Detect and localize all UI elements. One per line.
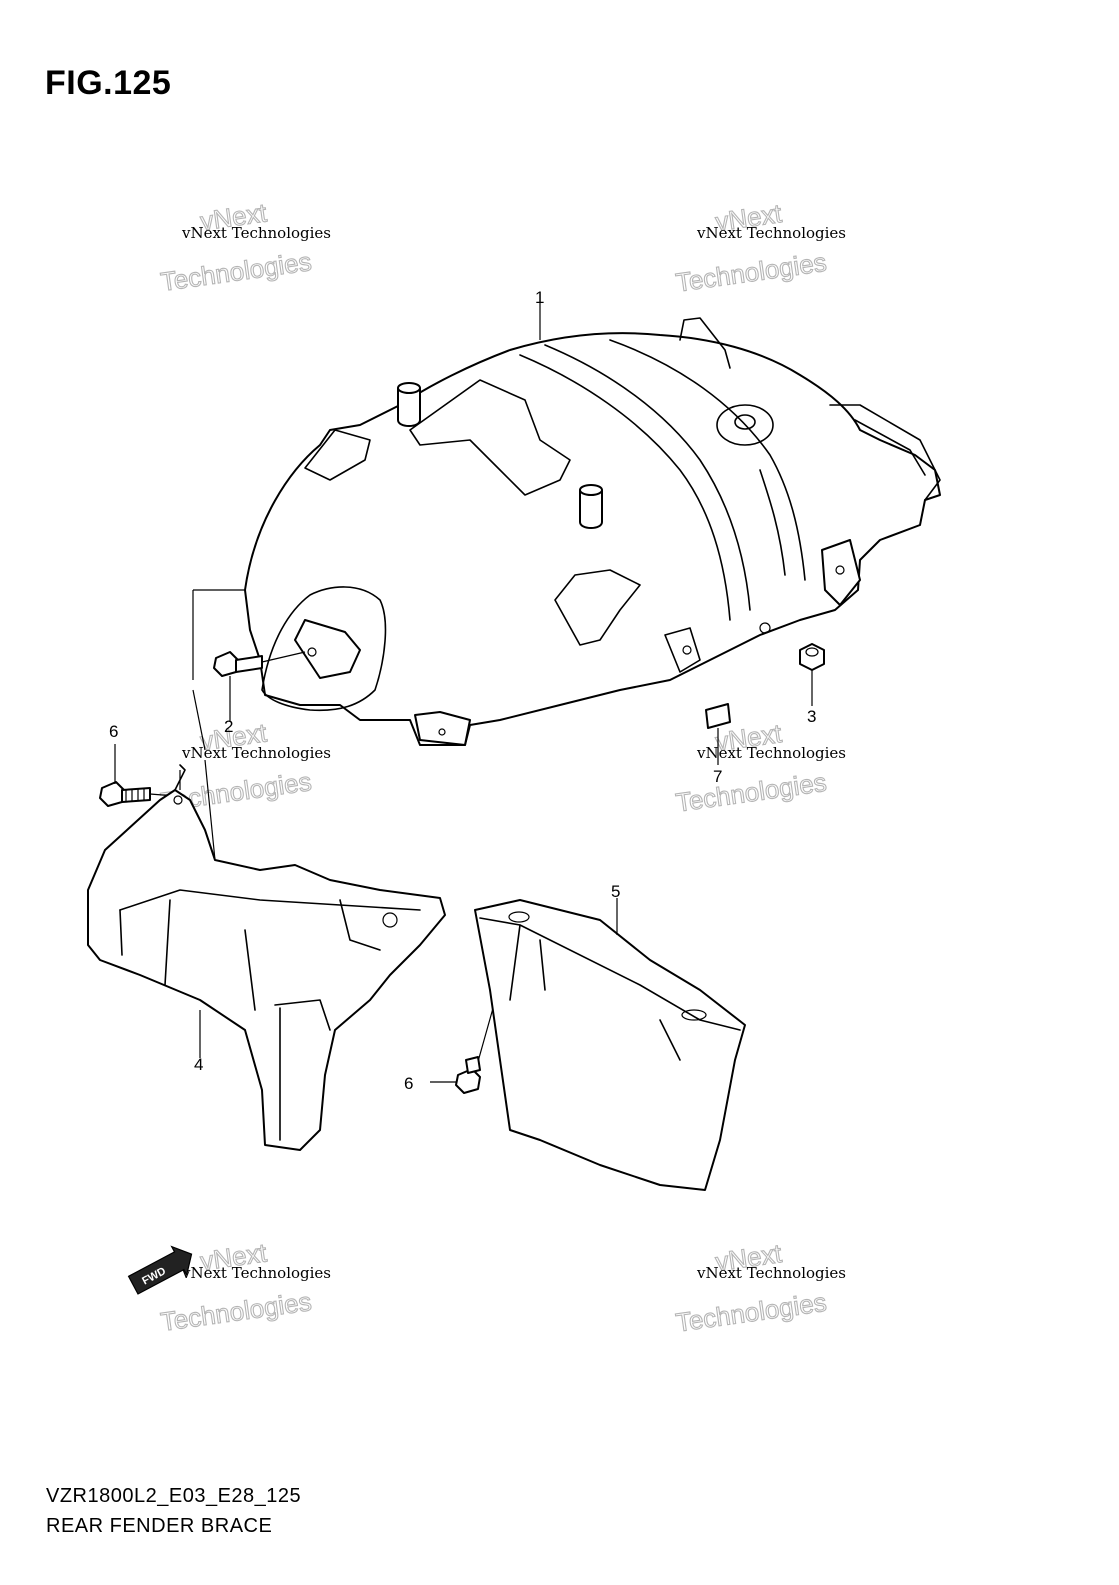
- watermark-line-2: vNext Technologies: [696, 224, 846, 242]
- watermark-line-2: vNext Technologies: [696, 1264, 846, 1282]
- callout-6-lower: 6: [404, 1074, 413, 1093]
- forward-direction-arrow-icon: FWD: [127, 1245, 193, 1295]
- model-code: VZR1800L2_E03_E28_125: [46, 1485, 302, 1507]
- callout-3: 3: [807, 707, 816, 726]
- callout-1: 1: [535, 288, 544, 307]
- watermark-top-left: vNext vNext Technologies Technologies: [158, 197, 331, 298]
- watermark-top-right: vNext vNext Technologies Technologies: [673, 197, 846, 298]
- watermark-mid-right: vNext vNext Technologies Technologies: [673, 717, 846, 818]
- bolt-part-6-left: [99, 781, 176, 807]
- watermark-bottom-right: vNext vNext Technologies Technologies: [673, 1237, 846, 1338]
- watermark-line-3: Technologies: [674, 767, 828, 818]
- watermark-line-3: Technologies: [159, 246, 313, 297]
- figure-name: REAR FENDER BRACE: [46, 1515, 273, 1537]
- watermark-line-2: vNext Technologies: [696, 744, 846, 762]
- nut-part-3: [799, 643, 825, 671]
- watermark-line-3: Technologies: [674, 247, 828, 298]
- watermark-line-2: vNext Technologies: [181, 1264, 331, 1282]
- watermark-line-3: Technologies: [674, 1287, 828, 1338]
- callout-2: 2: [224, 717, 233, 736]
- figure-title: FIG.125: [45, 64, 172, 102]
- brace-part-5: [474, 899, 746, 1191]
- rear-fender-part: [244, 317, 941, 746]
- pad-part-7: [705, 703, 731, 729]
- brace-part-4: [87, 764, 446, 1151]
- callout-4: 4: [194, 1055, 203, 1074]
- callout-5: 5: [611, 882, 620, 901]
- watermark-line-2: vNext Technologies: [181, 224, 331, 242]
- callout-7: 7: [713, 767, 722, 786]
- watermark-line-3: Technologies: [159, 1286, 313, 1337]
- watermark-line-2: vNext Technologies: [181, 744, 331, 762]
- bolt-part-6-lower: [430, 1056, 481, 1094]
- bolt-part-2: [213, 651, 306, 677]
- callout-labels: 1 2 3 4 5 6 6 7: [109, 288, 816, 1093]
- callout-leaders: [114, 302, 813, 1058]
- callout-6-upper: 6: [109, 722, 118, 741]
